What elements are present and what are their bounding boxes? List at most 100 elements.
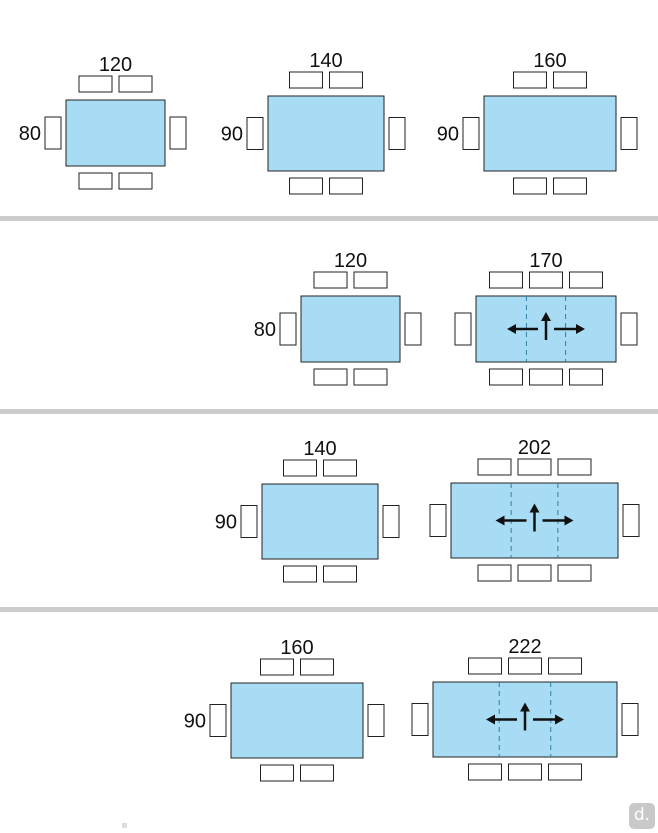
width-label: 120	[99, 54, 132, 76]
footer-dot	[122, 823, 127, 828]
chair-front	[118, 172, 153, 190]
depth-label: 90	[221, 124, 243, 146]
width-label: 120	[334, 250, 367, 272]
chair-back	[329, 71, 363, 89]
chair-right-end	[620, 312, 638, 346]
arrow-right-head	[576, 324, 585, 334]
row-divider	[0, 216, 658, 221]
extended-table: 222	[411, 636, 639, 781]
chair-back	[548, 657, 582, 675]
chair-back	[300, 658, 334, 676]
width-label: 160	[280, 637, 313, 659]
width-label: 170	[529, 250, 562, 272]
arrow-left-head	[486, 714, 495, 725]
chair-front	[353, 368, 388, 386]
width-label: 140	[303, 438, 336, 460]
table-top	[230, 682, 364, 759]
chair-front	[289, 177, 323, 195]
chair-left-end	[240, 505, 258, 538]
width-label: 140	[309, 50, 342, 72]
chair-back	[353, 271, 388, 289]
chair-front	[569, 368, 603, 386]
chair-front	[517, 564, 552, 582]
table-layout: 140 90	[215, 438, 400, 583]
chair-left-end	[429, 504, 447, 537]
row-divider	[0, 607, 658, 612]
chair-right-end	[367, 704, 385, 737]
chair-front	[529, 368, 563, 386]
chair-front	[557, 564, 592, 582]
depth-label: 80	[19, 123, 41, 145]
chair-front	[513, 177, 547, 195]
chair-back	[513, 71, 547, 89]
arrow-up-head	[529, 503, 540, 513]
table-top	[300, 295, 401, 363]
chair-front	[489, 368, 523, 386]
width-label: 160	[533, 50, 566, 72]
width-label: 202	[518, 437, 551, 459]
brand-logo-icon: d.	[629, 803, 655, 829]
table-layout: 140 90	[221, 50, 406, 195]
chair-back	[529, 271, 563, 289]
extended-table: 170	[454, 250, 638, 386]
table-top	[261, 483, 379, 560]
arrow-right-head	[564, 515, 574, 526]
chair-left-end	[411, 703, 429, 736]
chair-back	[283, 459, 317, 477]
chair-front	[477, 564, 512, 582]
depth-label: 90	[215, 512, 237, 534]
expand-arrows-icon	[486, 702, 564, 731]
arrow-right-head	[555, 714, 564, 725]
depth-label: 80	[254, 319, 276, 341]
chair-front	[78, 172, 113, 190]
chair-back	[468, 657, 502, 675]
chair-front	[508, 763, 542, 781]
chair-right-end	[382, 505, 400, 538]
chair-back	[78, 75, 113, 93]
chair-right-end	[404, 312, 422, 346]
depth-label: 90	[184, 711, 206, 733]
depth-label: 90	[437, 124, 459, 146]
chair-back	[517, 458, 552, 476]
chair-front	[468, 763, 502, 781]
chair-right-end	[388, 117, 406, 150]
chair-back	[569, 271, 603, 289]
chair-left-end	[209, 704, 227, 737]
chair-right-end	[621, 703, 639, 736]
chair-back	[260, 658, 294, 676]
chair-right-end	[169, 116, 187, 150]
chair-front	[313, 368, 348, 386]
arrow-left-head	[495, 515, 505, 526]
row-divider	[0, 409, 658, 414]
table-top	[65, 99, 166, 167]
chair-left-end	[462, 117, 480, 150]
table-top	[483, 95, 617, 172]
chair-back	[118, 75, 153, 93]
chair-front	[553, 177, 587, 195]
chair-back	[508, 657, 542, 675]
arrow-up-head	[541, 312, 551, 321]
arrow-up-head	[520, 702, 530, 712]
chair-right-end	[620, 117, 638, 150]
chair-back	[313, 271, 348, 289]
chair-front	[548, 763, 582, 781]
chair-back	[289, 71, 323, 89]
extended-table: 202	[429, 437, 640, 582]
table-top	[267, 95, 385, 172]
chair-left-end	[279, 312, 297, 346]
chair-back	[553, 71, 587, 89]
table-layout: 120 80	[19, 54, 187, 190]
expand-arrows-icon	[507, 312, 585, 340]
table-layout: 160 90	[184, 637, 385, 782]
table-layout: 160 90	[437, 50, 638, 195]
expand-arrows-icon	[495, 503, 574, 532]
chair-front	[260, 764, 294, 782]
width-label: 222	[508, 636, 541, 658]
chair-left-end	[454, 312, 472, 346]
chair-back	[557, 458, 592, 476]
chair-left-end	[44, 116, 62, 150]
chair-back	[489, 271, 523, 289]
chair-front	[283, 565, 317, 583]
chair-left-end	[246, 117, 264, 150]
